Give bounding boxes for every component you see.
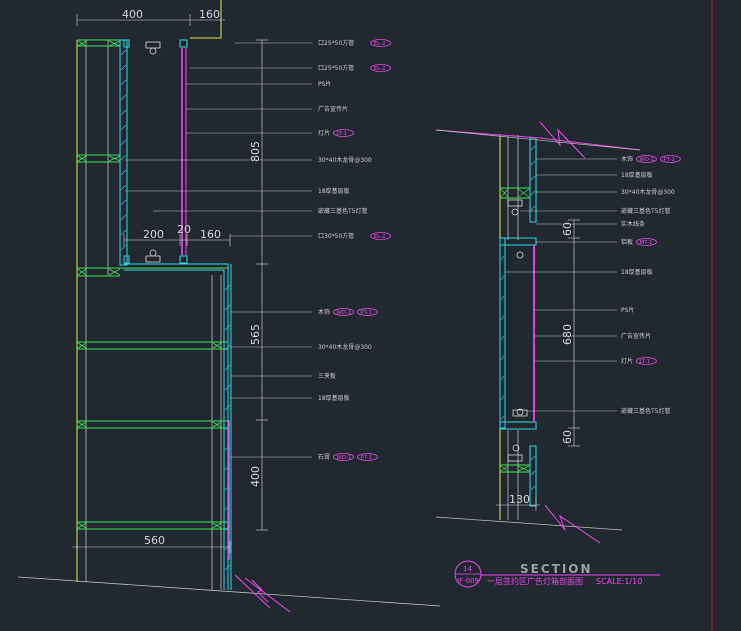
right-section: 60 680 60 130 木饰 WD-1 PT-1 18厚基层板 30*40木龙骨@3… xyxy=(435,121,681,544)
dim-v-60-top: 60 xyxy=(561,222,574,236)
callout-label: 铝板 xyxy=(621,238,633,246)
material-tag-bubble xyxy=(332,308,354,316)
callout-label: 30*40木龙骨@300 xyxy=(318,156,372,164)
callout-label: 石膏 xyxy=(318,453,330,461)
material-tag: WD-1 xyxy=(639,157,654,163)
dim-bottom-130: 130 xyxy=(509,493,530,506)
callout-label: 口25*50方管 xyxy=(318,39,354,47)
dim-top-160: 160 xyxy=(199,8,220,21)
material-tag: MT-1 xyxy=(639,240,652,246)
material-tag-bubble xyxy=(332,453,354,461)
dim-v-400: 400 xyxy=(249,466,262,487)
detail-number: 14 xyxy=(463,565,472,573)
callout-label: 嵌藏三基色T5灯管 xyxy=(621,207,670,215)
section-scale: SCALE:1/10 xyxy=(596,577,642,586)
material-tag: PT-1 xyxy=(360,310,372,316)
left-section: 400 160 200 20 160 560 805 565 400 口25*5… xyxy=(17,0,441,613)
callout-label: 30*40木龙骨@300 xyxy=(621,188,675,196)
callout-label: 口25*50方管 xyxy=(318,64,354,72)
dim-bottom-560: 560 xyxy=(144,534,165,547)
material-tag-bubble xyxy=(636,357,657,365)
callout-label: 18厚基层板 xyxy=(621,171,653,179)
material-tag-bubble xyxy=(356,453,378,461)
callout-label: 18厚基层板 xyxy=(318,394,350,402)
callout-label: 口30*50方管 xyxy=(318,232,354,240)
material-tag: PT-1 xyxy=(663,157,675,163)
sheet-number: IF-009 xyxy=(457,577,479,585)
dim-mid-200: 200 xyxy=(143,228,164,241)
material-tag-bubble xyxy=(370,232,392,240)
material-tag-bubble xyxy=(356,308,378,316)
dim-v-565: 565 xyxy=(249,324,262,345)
material-tag: EL-2 xyxy=(374,66,386,72)
callout-label: 灯片 xyxy=(318,129,330,137)
callout-label: PS片 xyxy=(621,306,634,314)
callout-label: 木饰 xyxy=(621,155,633,163)
dim-top-400: 400 xyxy=(122,8,143,21)
material-tag: EL-2 xyxy=(374,234,386,240)
callout-label: 木饰 xyxy=(318,308,330,316)
callout-label: 三夹板 xyxy=(318,372,336,380)
material-tag: LT-1 xyxy=(639,359,650,365)
callout-label: 实木线条 xyxy=(621,220,645,228)
callout-label: 30*40木龙骨@300 xyxy=(318,343,372,351)
callout-label: 18厚基层板 xyxy=(621,268,653,276)
material-tag: WD-1 xyxy=(336,455,351,461)
material-tag-bubble xyxy=(636,238,657,246)
dim-v-805: 805 xyxy=(249,141,262,162)
material-tag-bubble xyxy=(370,39,392,47)
title-block: 14 IF-009 SECTION 一层签约区广告灯箱剖面图 SCALE:1/1… xyxy=(454,560,660,588)
callout-label: 18厚基层板 xyxy=(318,187,350,195)
material-tag: EL-2 xyxy=(374,41,386,47)
section-title: SECTION xyxy=(520,562,593,576)
material-tag: PT-1 xyxy=(360,455,372,461)
dim-v-680: 680 xyxy=(561,324,574,345)
dim-mid-20: 20 xyxy=(177,223,191,236)
material-tag: LT-1 xyxy=(336,131,347,137)
section-subtitle: 一层签约区广告灯箱剖面图 xyxy=(487,576,583,586)
callout-label: 嵌藏三基色T5灯管 xyxy=(318,207,367,215)
material-tag-bubble xyxy=(332,129,354,137)
callout-label: 嵌藏三基色T5灯管 xyxy=(621,407,670,415)
material-tag: WD-1 xyxy=(336,310,351,316)
dim-mid-160: 160 xyxy=(200,228,221,241)
callout-label: 广告宣传片 xyxy=(318,105,348,113)
material-tag-bubble xyxy=(370,64,392,72)
callout-label: PS片 xyxy=(318,80,331,88)
material-tag-bubble xyxy=(636,155,657,163)
dim-v-60-bottom: 60 xyxy=(561,430,574,444)
material-tag-bubble xyxy=(660,155,681,163)
callout-label: 灯片 xyxy=(621,357,633,365)
callout-label: 广告宣传片 xyxy=(621,332,651,340)
